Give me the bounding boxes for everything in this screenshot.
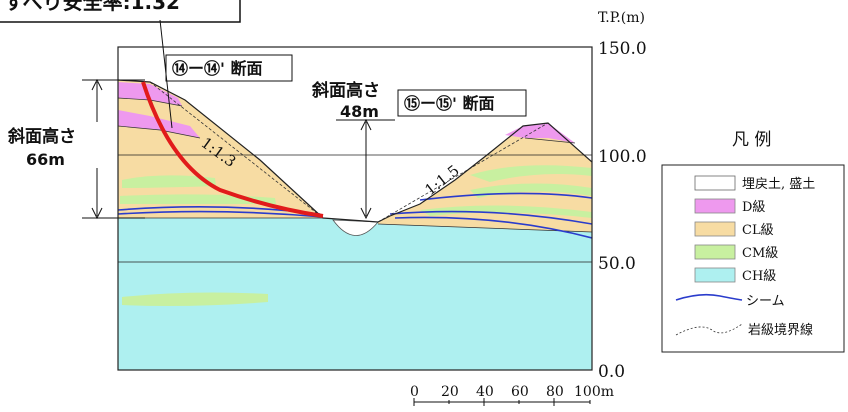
- legend-seam: シーム: [746, 294, 785, 309]
- scale-100: 100m: [574, 384, 614, 400]
- ground-profile: [118, 79, 592, 223]
- slope-height-center: 斜面高さ 48m: [311, 80, 395, 220]
- legend-cm-class: CM級: [742, 246, 778, 261]
- slope-height-left-label: 斜面高さ: [7, 126, 76, 147]
- legend-ch-class: CH級: [742, 269, 776, 284]
- slope-height-left-value: 66m: [26, 150, 65, 169]
- scale-80: 80: [546, 384, 564, 400]
- tick-100: 100.0: [598, 147, 647, 167]
- d-zone-left-top: [118, 82, 182, 106]
- banner-leader: [159, 19, 173, 129]
- legend-boundary: 岩級境界線: [748, 322, 813, 338]
- legend: 凡 例 埋戻土, 盛土 D級 CL級 CM級 CH級 シーム 岩級境界線: [661, 130, 845, 353]
- scale-60: 60: [511, 384, 529, 400]
- legend-fill-soil: 埋戻土, 盛土: [742, 177, 815, 192]
- tick-0: 0.0: [598, 362, 625, 382]
- tick-50: 50.0: [598, 254, 636, 274]
- tick-150: 150.0: [598, 39, 647, 59]
- slip-surface: [141, 81, 324, 218]
- cm-band-right-1: [470, 165, 592, 182]
- legend-d-class: D級: [742, 200, 765, 215]
- section-label-right-text: ⑮ー⑮' 断面: [404, 94, 494, 113]
- legend-cl-class: CL級: [742, 223, 774, 238]
- elevation-unit: T.P.(m): [598, 10, 645, 26]
- legend-boundary-line: [675, 323, 743, 336]
- scale-0: 0: [410, 384, 419, 400]
- elevation-tick-labels: 150.0 100.0 50.0 0.0: [598, 39, 647, 382]
- section-label-right: ⑮ー⑮' 断面: [397, 89, 527, 117]
- section-label-left-text: ⑭ー⑭' 断面: [172, 59, 262, 78]
- scale-20: 20: [441, 384, 459, 400]
- cm-band-left-1: [122, 175, 216, 188]
- section-frame: [117, 46, 593, 371]
- slope-height-left: 斜面高さ 66m: [2, 78, 145, 220]
- d-zone-right-top: [505, 123, 575, 143]
- safety-factor-banner: すべり安全率:1.32: [0, 0, 241, 23]
- cm-lens-lower: [122, 292, 268, 306]
- slope-height-center-label: 斜面高さ: [311, 80, 380, 101]
- legend-title: 凡 例: [732, 130, 771, 150]
- legend-seam-line: [675, 293, 743, 301]
- slope-height-center-value: 48m: [340, 102, 379, 121]
- scale-bar: 0 20 40 60 80 100m: [410, 384, 614, 406]
- cm-band-right-2: [470, 183, 592, 198]
- cm-band-right-3: [420, 205, 592, 218]
- section-label-left: ⑭ー⑭' 断面: [165, 54, 293, 82]
- scale-40: 40: [476, 384, 494, 400]
- safety-factor-text: すべり安全率:1.32: [4, 0, 180, 14]
